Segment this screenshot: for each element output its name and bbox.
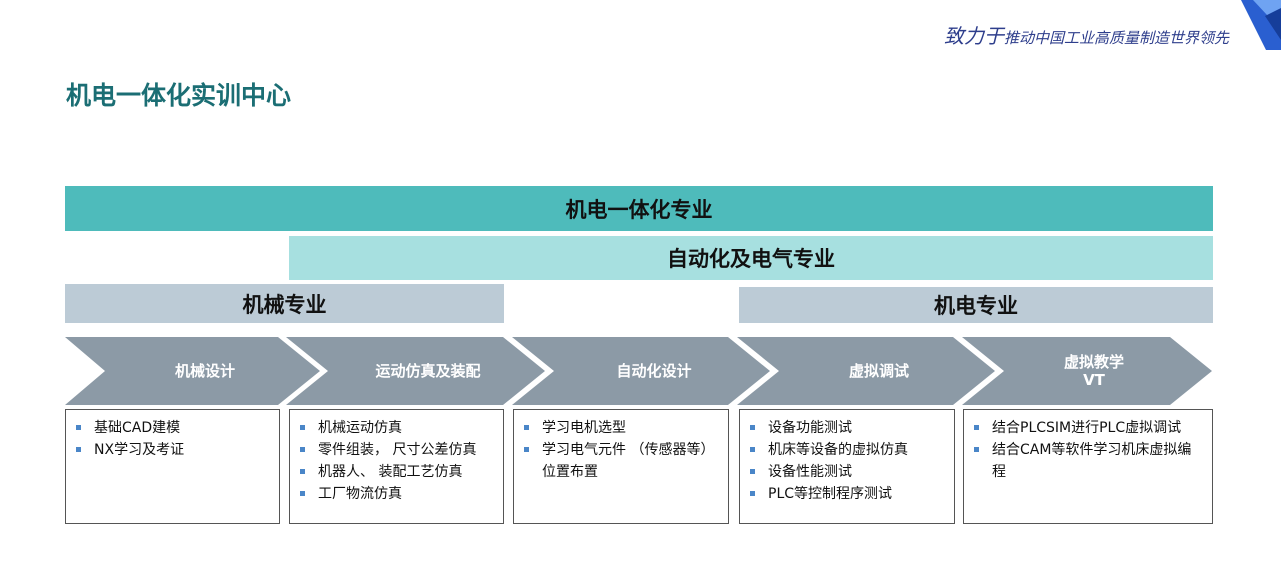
chevron-1 <box>65 337 320 405</box>
stage-automation-design: 自动化设计 <box>554 337 754 405</box>
content-box-virtual-debugging: 设备功能测试 机床等设备的虚拟仿真 设备性能测试 PLC等控制程序测试 <box>739 409 955 524</box>
list-item: 基础CAD建模 <box>74 417 271 439</box>
chevron-2 <box>286 337 545 405</box>
band-mechanical: 机械专业 <box>65 284 504 323</box>
stage-virtual-teaching: 虚拟教学 VT <box>1004 337 1184 405</box>
band-mechatronics: 机电一体化专业 <box>65 186 1213 231</box>
content-box-automation-design: 学习电机选型 学习电气元件 （传感器等）位置布置 <box>513 409 729 524</box>
list-item: 设备性能测试 <box>748 461 946 483</box>
corner-decoration-icon <box>1241 0 1281 50</box>
stage-sublabel: VT <box>1083 371 1105 389</box>
list-item: 机械运动仿真 <box>298 417 495 439</box>
stage-label: 虚拟教学 <box>1063 353 1124 371</box>
stage-mechanical-design: 机械设计 <box>105 337 305 405</box>
list-item: 学习电气元件 （传感器等）位置布置 <box>522 439 720 483</box>
chevron-3 <box>512 337 770 405</box>
page-title: 机电一体化实训中心 <box>66 81 292 110</box>
list-item: 零件组装， 尺寸公差仿真 <box>298 439 495 461</box>
stage-label: 运动仿真及装配 <box>375 362 481 380</box>
list-item: 结合PLCSIM进行PLC虚拟调试 <box>972 417 1204 439</box>
stage-label: 虚拟调试 <box>848 362 909 380</box>
slogan-small: 推动中国工业高质量制造世界领先 <box>1003 29 1229 47</box>
stage-label: 自动化设计 <box>616 362 692 380</box>
slogan: 致力于推动中国工业高质量制造世界领先 <box>944 20 1229 49</box>
band-automation-electrical: 自动化及电气专业 <box>289 236 1213 280</box>
list-item: 机床等设备的虚拟仿真 <box>748 439 946 461</box>
list-item: 工厂物流仿真 <box>298 483 495 505</box>
content-box-virtual-teaching: 结合PLCSIM进行PLC虚拟调试 结合CAM等软件学习机床虚拟编程 <box>963 409 1213 524</box>
content-box-mechanical-design: 基础CAD建模 NX学习及考证 <box>65 409 280 524</box>
chevron-4 <box>737 337 995 405</box>
list-item: NX学习及考证 <box>74 439 271 461</box>
chevron-5 <box>962 337 1212 405</box>
stage-label: 机械设计 <box>174 362 235 380</box>
band-electromechanical: 机电专业 <box>739 287 1213 323</box>
list-item: PLC等控制程序测试 <box>748 483 946 505</box>
slogan-big: 致力于 <box>943 24 1004 48</box>
list-item: 机器人、 装配工艺仿真 <box>298 461 495 483</box>
content-box-motion-simulation: 机械运动仿真 零件组装， 尺寸公差仿真 机器人、 装配工艺仿真 工厂物流仿真 <box>289 409 504 524</box>
stage-virtual-debugging: 虚拟调试 <box>779 337 979 405</box>
stage-motion-simulation: 运动仿真及装配 <box>328 337 528 405</box>
list-item: 学习电机选型 <box>522 417 720 439</box>
list-item: 结合CAM等软件学习机床虚拟编程 <box>972 439 1204 483</box>
list-item: 设备功能测试 <box>748 417 946 439</box>
